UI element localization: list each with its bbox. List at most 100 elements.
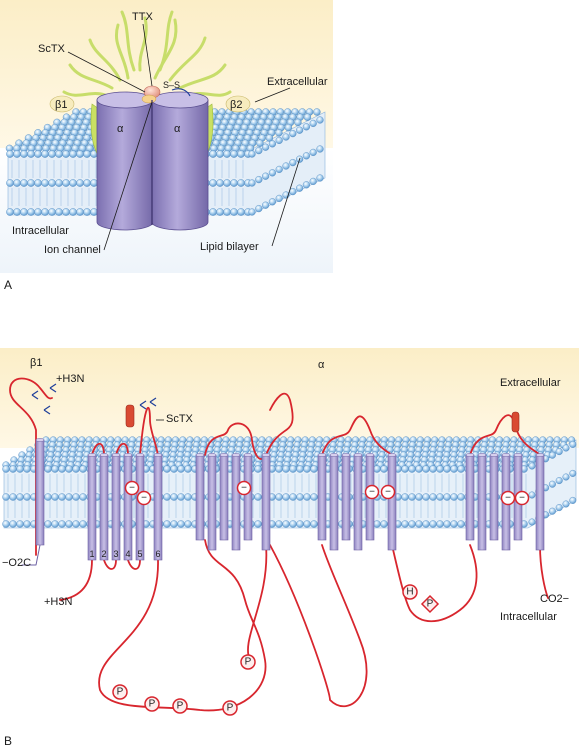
phospho-label: P (177, 701, 184, 712)
lipid-head (254, 465, 262, 473)
lipid-head (310, 493, 318, 501)
lipid-head (6, 208, 14, 216)
tm-segment-top (261, 453, 271, 457)
tm-segment-body (231, 454, 241, 551)
domain-1-segment-5: 5 (135, 453, 145, 561)
lipid-head (284, 123, 293, 132)
label-nterm-beta: +H3N (56, 373, 84, 385)
leader-sctx (67, 51, 146, 93)
lipid-head (216, 150, 224, 158)
p-label: P (427, 599, 434, 610)
beta1-c-link (21, 544, 41, 566)
lipid-head (289, 130, 297, 138)
lipid-head (289, 493, 297, 501)
label-alpha-left: α (117, 123, 124, 135)
lipid-head (373, 465, 381, 473)
glycan-strand (115, 23, 130, 80)
lipid-head (62, 208, 70, 216)
lipid-head (309, 119, 317, 128)
tm-segment-top (153, 453, 163, 457)
domain-3-loops (321, 415, 393, 456)
lipid-head (569, 496, 577, 504)
lipid-head (223, 208, 231, 216)
beta1-disc (49, 95, 75, 113)
tm-segment-body (243, 454, 253, 541)
lipid-head (303, 113, 312, 121)
lipid-head (555, 504, 563, 512)
tm-segment-body (207, 454, 217, 551)
label-beta1-b: β1 (30, 357, 42, 369)
glycan-strand (120, 10, 136, 72)
lipid-head (248, 179, 256, 187)
phospho-circle (172, 698, 188, 714)
tm-segment-top (123, 453, 133, 457)
charge-d1-1: − (124, 480, 140, 496)
charge-label: − (385, 487, 391, 498)
lipid-head (415, 465, 423, 473)
tm-segment-top (535, 453, 545, 457)
lipid-head (9, 465, 17, 473)
lipid-head (27, 179, 35, 187)
charge-circle (380, 484, 396, 500)
phospho-circle (144, 696, 160, 712)
lipid-head (65, 520, 73, 528)
lipid-head (562, 444, 570, 452)
phospho-label: P (227, 703, 234, 714)
glycosylation-beta1-1 (31, 390, 39, 400)
glycan-strand (138, 16, 148, 72)
tm-segment-body (153, 454, 163, 561)
label-intracellular-b: Intracellular (500, 611, 557, 623)
lipid-head (265, 134, 274, 142)
lipid-head (170, 493, 178, 501)
lipid-head (170, 465, 178, 473)
lipid-head (436, 493, 444, 501)
tm-segment-body (387, 454, 397, 551)
lipid-head (254, 493, 262, 501)
lipid-head (62, 179, 70, 187)
lipid-head (2, 465, 10, 473)
lipid-head (79, 493, 87, 501)
lipid-head (275, 465, 283, 473)
lipid-head (16, 520, 24, 528)
lipid-head (256, 139, 264, 147)
tm-segment-body (99, 454, 109, 561)
beta2-disc (225, 95, 251, 113)
lipid-head (548, 480, 556, 488)
lipid-head (65, 493, 73, 501)
domain-2-segment-6 (261, 453, 271, 551)
phospho-label: P (149, 699, 156, 710)
lipid-head (51, 493, 59, 501)
lipid-head (58, 520, 66, 528)
lipid-head (562, 473, 570, 481)
lipid-head (268, 169, 277, 177)
lipid-head (275, 520, 283, 528)
lipid-head (83, 179, 91, 187)
charge-d3-2: − (380, 484, 396, 500)
lipid-head (20, 179, 28, 187)
lipid-head (302, 123, 311, 131)
charge-d4-2: − (514, 490, 530, 506)
tm-segment-body (535, 454, 545, 551)
lipid-head (9, 493, 17, 501)
lipid-head (48, 208, 56, 216)
lipid-head (302, 181, 311, 189)
tm-segment-body (317, 454, 327, 541)
tm-segment-top (489, 453, 499, 457)
lipid-head (72, 493, 80, 501)
lipid-head (303, 493, 311, 501)
tm-segment-top (353, 453, 363, 457)
phospho-site-2: P (144, 696, 160, 712)
h-circle (402, 584, 418, 600)
lipid-head (65, 465, 73, 473)
lipid-head (296, 465, 304, 473)
tm-segment-label: 3 (113, 549, 118, 559)
lipid-head (262, 143, 270, 151)
lipid-head (450, 520, 458, 528)
tm-segment-body (329, 454, 339, 551)
charge-d1-2: − (136, 490, 152, 506)
domain-1-segment-4: 4 (123, 453, 133, 561)
lipid-head (275, 493, 283, 501)
tm-segment-top (387, 453, 397, 457)
charge-circle (236, 480, 252, 496)
